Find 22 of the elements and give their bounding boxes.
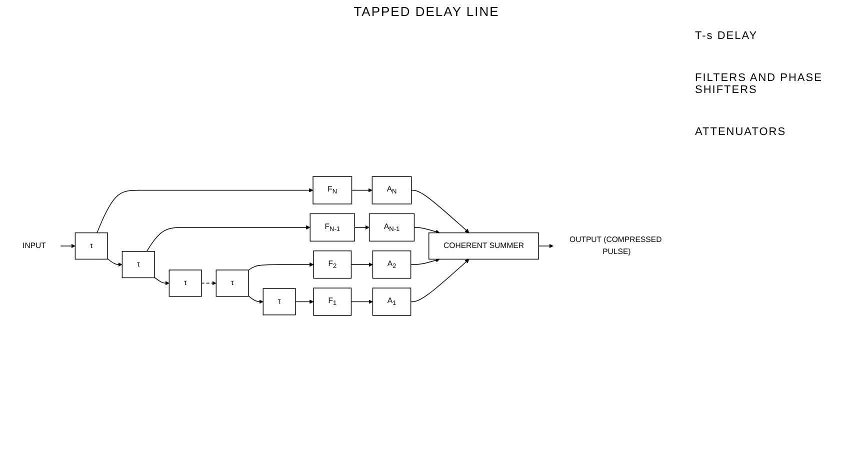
row-label: ATTENUATORS <box>695 126 788 138</box>
arrow <box>248 296 264 304</box>
arrow <box>60 244 76 248</box>
row-label: T-s DELAY <box>695 30 759 42</box>
arrow <box>350 300 373 304</box>
arrow <box>146 225 310 252</box>
arrow <box>351 188 372 192</box>
arrow <box>295 300 314 304</box>
arrow <box>96 188 314 234</box>
arrow <box>354 225 370 230</box>
arrow <box>154 277 170 286</box>
arrow <box>201 281 216 286</box>
arrow <box>411 190 470 234</box>
arrow <box>410 258 440 265</box>
arrow <box>538 244 554 248</box>
arrow <box>350 262 373 267</box>
row-label: FILTERS AND PHASE SHIFTERS <box>695 72 824 96</box>
arrow <box>248 262 314 271</box>
diagram-title: TAPPED DELAY LINE <box>352 4 500 19</box>
arrow <box>410 258 470 302</box>
arrow <box>107 258 122 267</box>
arrow <box>414 227 440 234</box>
